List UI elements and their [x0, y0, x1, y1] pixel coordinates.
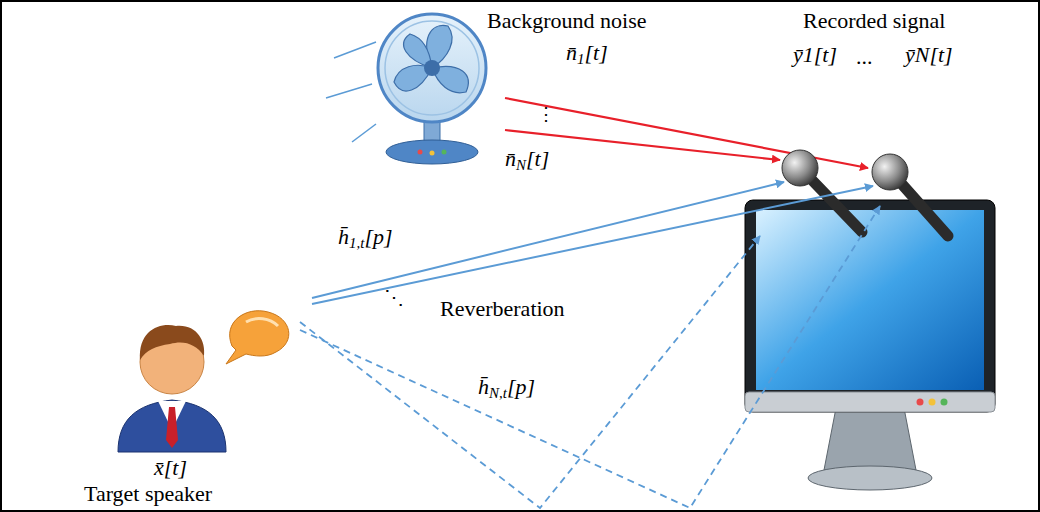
microphone-icon: [782, 150, 948, 236]
signal-title: Recorded signal: [803, 8, 945, 33]
direct-path-arrow: [312, 182, 873, 304]
ellipsis-mark: ...: [856, 44, 873, 69]
signal-name: n̄N[t]: [505, 146, 549, 171]
motion-lines: [326, 42, 376, 142]
ellipsis-mark: ⋱: [384, 286, 404, 309]
filter-name: h̄1,t[p]: [338, 224, 393, 249]
signal-name: n̄1[t]: [566, 40, 608, 65]
speaker-title: Target speaker: [84, 481, 212, 506]
monitor-icon: [745, 200, 995, 490]
signal-name: x̄[t]: [154, 455, 187, 480]
signal-name: ȳ1[t]: [793, 42, 837, 67]
reflection-path: [300, 206, 880, 508]
filter-name: h̄N,t[p]: [478, 374, 535, 399]
speaker-icon: [118, 311, 289, 452]
effect-title: Reverberation: [440, 296, 565, 321]
noise-title: Background noise: [487, 8, 646, 33]
signal-name: ȳN[t]: [905, 42, 953, 67]
ellipsis-mark: ⋮: [537, 104, 555, 125]
fan-icon: [378, 14, 486, 164]
